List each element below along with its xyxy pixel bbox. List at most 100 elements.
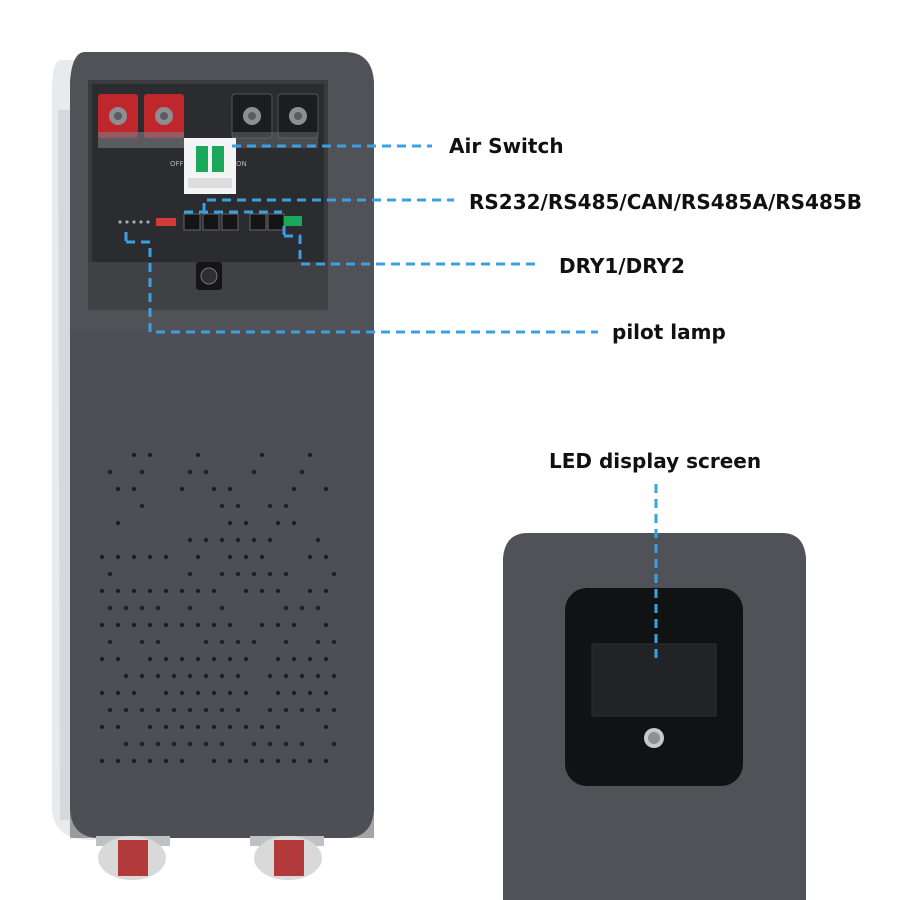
vent-hole [227,656,233,662]
vent-hole [299,707,305,713]
vent-hole [115,520,121,526]
vent-hole [323,554,329,560]
vent-hole [131,554,137,560]
vent-hole [283,503,289,509]
vent-hole [163,758,169,764]
vent-hole [123,741,129,747]
vent-hole [323,656,329,662]
vent-hole [147,724,153,730]
vent-hole [307,588,313,594]
vent-hole [195,554,201,560]
vent-hole [243,724,249,730]
vent-hole [163,690,169,696]
led-display-screen [591,643,717,717]
vent-hole [267,707,273,713]
vent-hole [331,741,337,747]
vent-hole [307,758,313,764]
vent-hole [283,605,289,611]
vent-hole [195,452,201,458]
vent-hole [235,537,241,543]
vent-hole [291,486,297,492]
vent-hole [179,690,185,696]
pilot-lamp-icon [139,220,143,224]
vent-hole [211,622,217,628]
vent-hole [187,469,193,475]
vent-hole [267,673,273,679]
vent-hole [323,486,329,492]
caster-wheels [96,836,324,880]
vent-hole [99,690,105,696]
vent-hole [115,758,121,764]
vent-hole [131,486,137,492]
vent-hole [155,639,161,645]
vent-hole [99,724,105,730]
vent-hole [235,707,241,713]
vent-hole [283,639,289,645]
vent-hole [107,707,113,713]
vent-hole [315,673,321,679]
vent-hole [291,622,297,628]
vent-hole [331,707,337,713]
vent-hole [291,758,297,764]
vent-hole [147,656,153,662]
vent-hole [163,622,169,628]
pilot-lamp-icon [132,220,136,224]
vent-hole [291,690,297,696]
vent-hole [155,605,161,611]
vent-hole [187,571,193,577]
vent-hole [107,605,113,611]
vent-hole [107,639,113,645]
vent-hole [123,673,129,679]
vent-hole [275,690,281,696]
vent-hole [243,520,249,526]
vent-hole [171,707,177,713]
vent-hole [307,452,313,458]
wheel-icon [118,840,148,876]
breaker-off-marking: OFF [170,160,184,168]
vent-hole [115,690,121,696]
vent-hole [155,741,161,747]
vent-hole [115,554,121,560]
vent-hole [211,758,217,764]
pilot-lamp-icon [146,220,150,224]
vent-hole [211,656,217,662]
vent-hole [323,588,329,594]
vent-hole [195,656,201,662]
vent-hole [267,571,273,577]
callout-lines [124,144,658,660]
vent-hole [251,571,257,577]
vent-hole [203,741,209,747]
vent-hole [179,656,185,662]
vent-hole [147,588,153,594]
vent-hole [259,452,265,458]
vent-hole [259,588,265,594]
ventilation-holes [99,452,337,764]
vent-hole [115,588,121,594]
callout-line-comm [202,198,454,212]
vent-hole [147,452,153,458]
breaker-lever [196,146,208,172]
vent-hole [323,724,329,730]
vent-hole [235,571,241,577]
vent-hole [115,656,121,662]
vent-hole [163,724,169,730]
pilot-lamp-icon [118,220,122,224]
vent-hole [187,741,193,747]
rj45-port [249,213,267,231]
battery-cabinet: OFF ON [52,52,374,880]
vent-hole [211,690,217,696]
vent-hole [99,656,105,662]
vent-hole [187,537,193,543]
vent-hole [195,690,201,696]
vent-hole [139,673,145,679]
vent-hole [275,588,281,594]
vent-hole [147,554,153,560]
vent-hole [163,588,169,594]
vent-hole [235,503,241,509]
vent-hole [147,622,153,628]
breaker-on-marking: ON [236,160,247,168]
vent-hole [179,486,185,492]
vent-hole [211,588,217,594]
vent-hole [227,520,233,526]
vent-hole [331,639,337,645]
